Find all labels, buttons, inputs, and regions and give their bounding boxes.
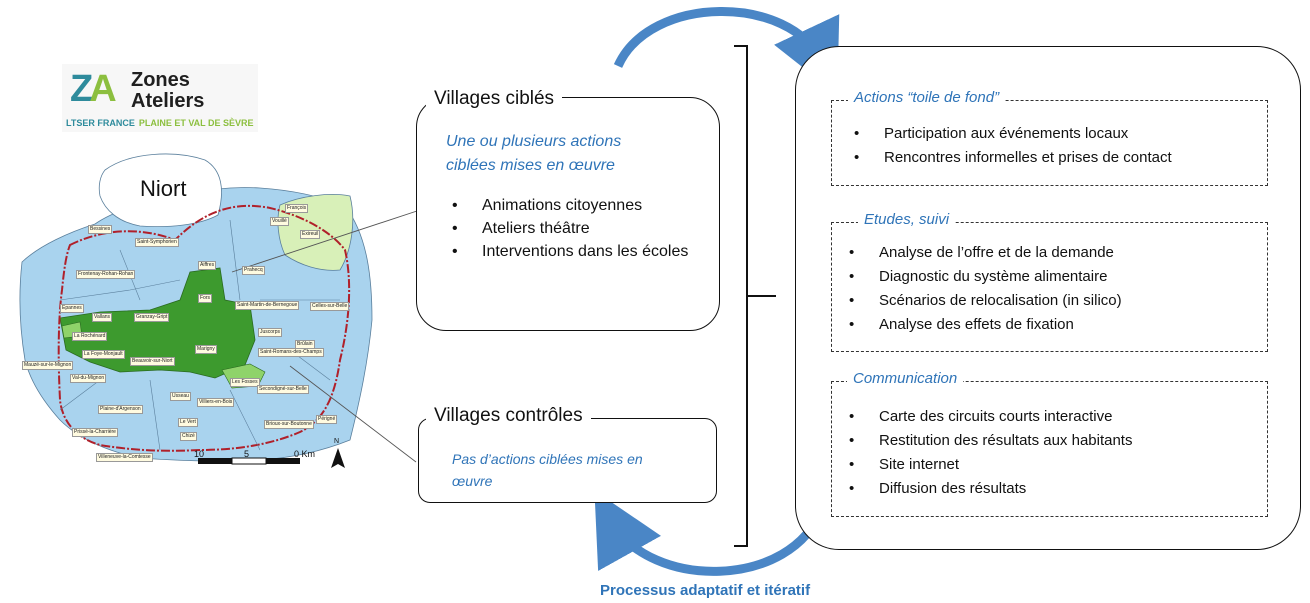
- map-town-label: Epannes: [60, 304, 84, 313]
- logo-background: [62, 64, 258, 132]
- list-item: Rencontres informelles et prises de cont…: [848, 146, 1172, 170]
- list-item: Scénarios de relocalisation (in silico): [843, 289, 1122, 313]
- villages-cibles-list: Animations citoyennes Ateliers théâtre I…: [446, 194, 708, 263]
- map-town-label: Mauzé-sur-le-Mignon: [22, 361, 74, 370]
- map-town-label: Granzay-Gript: [134, 313, 170, 322]
- map-town-label: Chizé: [180, 432, 197, 441]
- map-town-label: Brioux-sur-Boutonne: [264, 420, 314, 429]
- brace-bracket: [734, 45, 748, 547]
- list-item: Ateliers théâtre: [446, 217, 708, 240]
- scale-label-10: 10: [194, 449, 205, 459]
- footer-caption: Processus adaptatif et itératif: [600, 582, 811, 599]
- villages-controles-subtitle-line2: œuvre: [452, 473, 493, 489]
- map-town-label: Marigny: [195, 345, 217, 354]
- bottom-cycle-arrow: [594, 490, 827, 576]
- logo-title: Zones Ateliers: [131, 70, 204, 112]
- commune-lines: [59, 219, 340, 451]
- north-arrow-icon: [331, 448, 345, 468]
- section-communication: [831, 381, 1268, 517]
- list-item: Carte des circuits courts interactive: [843, 405, 1132, 429]
- map-town-label: Secondigné-sur-Belle: [257, 385, 309, 394]
- map-town-label: Les Fosses: [230, 378, 260, 387]
- map-town-label: Usseau: [170, 392, 191, 401]
- list-item: Participation aux événements locaux: [848, 122, 1172, 146]
- logo-title-line2: Ateliers: [131, 90, 205, 112]
- scale-label-0: 0 Km: [294, 449, 316, 459]
- map-town-label: Villiers-en-Bois: [197, 398, 235, 407]
- map-town-label: Prahecq: [242, 266, 265, 275]
- list-item: Diffusion des résultats: [843, 477, 1132, 501]
- logo-title-line1: Zones: [131, 69, 190, 91]
- map-town-label: Juscorps: [258, 328, 283, 337]
- villages-cibles-title: Villages ciblés: [426, 88, 563, 110]
- map-town-label: Le Vert: [178, 418, 198, 427]
- map-town-label: La Foye-Monjault: [82, 350, 125, 359]
- list-item: Analyse de l’offre et de la demande: [843, 241, 1122, 265]
- top-cycle-arrow: [613, 7, 840, 95]
- map-town-label: Val-du-Mignon: [70, 374, 107, 383]
- villages-cibles-subtitle-line2: ciblées mises en œuvre: [446, 157, 615, 174]
- map-town-label: Exireuil: [300, 230, 321, 239]
- section-etudes-suivi-title: Etudes, suivi: [858, 211, 956, 228]
- villages-controles-subtitle-line1: Pas d’actions ciblées mises en: [452, 451, 643, 467]
- scale-bar: [198, 457, 300, 465]
- map-town-label: Saint-Romans-des-Champs: [258, 348, 324, 357]
- section-toile-de-fond: [831, 100, 1268, 186]
- section-etudes-suivi: [831, 222, 1268, 352]
- map-town-label: Saint-Martin-de-Bernegoue: [235, 301, 300, 310]
- villages-controles-title: Villages contrôles: [426, 405, 591, 427]
- section-etudes-suivi-list: Analyse de l’offre et de la demande Diag…: [843, 241, 1122, 337]
- map-town-label: Périgné: [316, 415, 338, 424]
- map-town-label: Vallans: [92, 313, 113, 322]
- villages-controles-subtitle: Pas d’actions ciblées mises en œuvre: [452, 448, 643, 492]
- map-town-label: Vouillé: [270, 217, 289, 226]
- map-town-label: Aiffres: [198, 261, 217, 270]
- section-communication-list: Carte des circuits courts interactive Re…: [843, 405, 1132, 501]
- scale-label-5: 5: [244, 449, 250, 459]
- map-town-label: Plaine-d'Argenson: [98, 405, 143, 414]
- leader-line-cibles: [231, 209, 421, 273]
- list-item: Analyse des effets de fixation: [843, 313, 1122, 337]
- section-toile-de-fond-title: Actions “toile de fond”: [848, 89, 1006, 106]
- leader-line-controles: [289, 365, 417, 463]
- map-town-label: François: [285, 204, 309, 213]
- list-item: Animations citoyennes: [446, 194, 708, 217]
- map-town-label: Bessines: [88, 225, 113, 234]
- north-label: N: [334, 438, 340, 445]
- list-item: Restitution des résultats aux habitants: [843, 429, 1132, 453]
- list-item: Diagnostic du système alimentaire: [843, 265, 1122, 289]
- map-town-label: Beauvoir-sur-Niort: [130, 357, 175, 366]
- logo-mark: ZA: [70, 68, 117, 110]
- map-town-label: Saint-Symphorien: [135, 238, 179, 247]
- section-toile-de-fond-list: Participation aux événements locaux Renc…: [848, 122, 1172, 170]
- map-city-label: Niort: [140, 176, 187, 201]
- list-item: Site internet: [843, 453, 1132, 477]
- villages-cibles-subtitle-line1: Une ou plusieurs actions: [446, 133, 622, 150]
- map-town-label: Frontenay-Rohan-Rohan: [76, 270, 136, 279]
- niort-area: [98, 153, 222, 227]
- list-item: Interventions dans les écoles: [446, 240, 708, 263]
- map-town-label: La Rochénard: [72, 332, 108, 341]
- section-communication-title: Communication: [847, 370, 964, 387]
- map-town-label: Villeneuve-la-Comtesse: [96, 453, 153, 462]
- map-town-label: Fors: [198, 294, 212, 303]
- zone-boundary: [57, 204, 351, 452]
- map-town-label: Celles-sur-Belle: [310, 302, 350, 311]
- map-town-label: Prissé-la-Charrière: [72, 428, 118, 437]
- villages-cibles-subtitle: Une ou plusieurs actions ciblées mises e…: [446, 130, 621, 178]
